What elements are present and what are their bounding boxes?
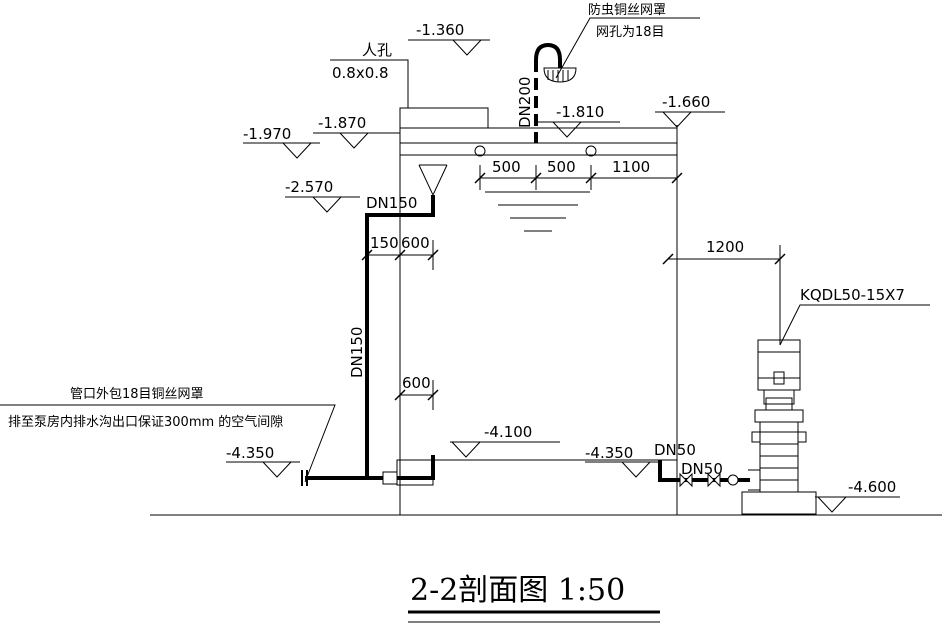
dimension-600-b: 600: [402, 374, 431, 392]
elevation-4100: -4.100: [484, 423, 532, 441]
pipe-label-dn150-vertical: DN150: [348, 327, 366, 378]
drawing-title: 2-2剖面图 1:50: [410, 573, 625, 608]
manhole-box: [399, 107, 489, 129]
elevation-1970: -1.970: [243, 125, 291, 143]
pump: [741, 339, 817, 515]
pump-model: KQDL50-15X7: [800, 286, 905, 304]
dimension-500-a: 500: [492, 158, 521, 176]
vent-gooseneck: [534, 42, 562, 68]
suction-valves: [679, 472, 739, 488]
elevation-marker-1660: [655, 111, 725, 128]
dimension-150: 150: [370, 234, 399, 252]
elevation-marker-1810: [538, 121, 620, 138]
elevation-marker-4600: [815, 496, 900, 513]
elevation-marker-4350-left: [226, 461, 300, 478]
dimension-500-b: 500: [547, 158, 576, 176]
pipe-circle-left: [474, 145, 486, 157]
pipe-label-dn150-top: DN150: [366, 194, 417, 212]
overflow-funnel: [418, 164, 448, 197]
drain-note-line3: 出口保证300mm 的空气间隙: [112, 414, 283, 430]
pipe-circle-right: [585, 145, 597, 157]
pipe-label-dn50-b: DN50: [681, 460, 723, 478]
elevation-1360: -1.360: [416, 21, 464, 39]
pipe-label-dn200: DN200: [516, 77, 534, 128]
pipe-label-dn50-a: DN50: [654, 441, 696, 459]
overflow-pipe: [365, 195, 435, 480]
drain-valve: [382, 471, 398, 485]
manhole-size: 0.8x0.8: [332, 64, 389, 82]
manhole-label: 人孔: [362, 41, 392, 59]
drain-note-line2: 排至泵房内排水沟: [8, 414, 112, 430]
vent-note-line2: 网孔为18目: [596, 25, 665, 40]
elevation-marker-4350-right: [585, 461, 660, 478]
elevation-4600: -4.600: [848, 478, 896, 496]
dimension-1200: 1200: [706, 238, 744, 256]
dimension-600-a: 600: [401, 234, 430, 252]
water-level-symbol: [485, 191, 590, 232]
elevation-marker-1360: [408, 39, 490, 56]
elevation-4350-right: -4.350: [585, 444, 633, 462]
drain-note-line1: 管口外包18目铜丝网罩: [70, 387, 204, 402]
elevation-marker-4100: [450, 441, 560, 458]
elevation-marker-1870: [313, 132, 400, 149]
elevation-1660: -1.660: [662, 93, 710, 111]
vent-note-line1: 防虫铜丝网罩: [588, 2, 666, 18]
vent-screen-cap: [543, 67, 577, 83]
tank-drain-pipe: [400, 455, 435, 480]
elevation-marker-2570: [285, 196, 360, 213]
elevation-2570: -2.570: [285, 178, 333, 196]
elevation-marker-1970: [243, 142, 320, 159]
elevation-4350-left: -4.350: [226, 444, 274, 462]
elevation-1870: -1.870: [318, 114, 366, 132]
dimension-1100: 1100: [612, 158, 650, 176]
elevation-1810: -1.810: [556, 103, 604, 121]
